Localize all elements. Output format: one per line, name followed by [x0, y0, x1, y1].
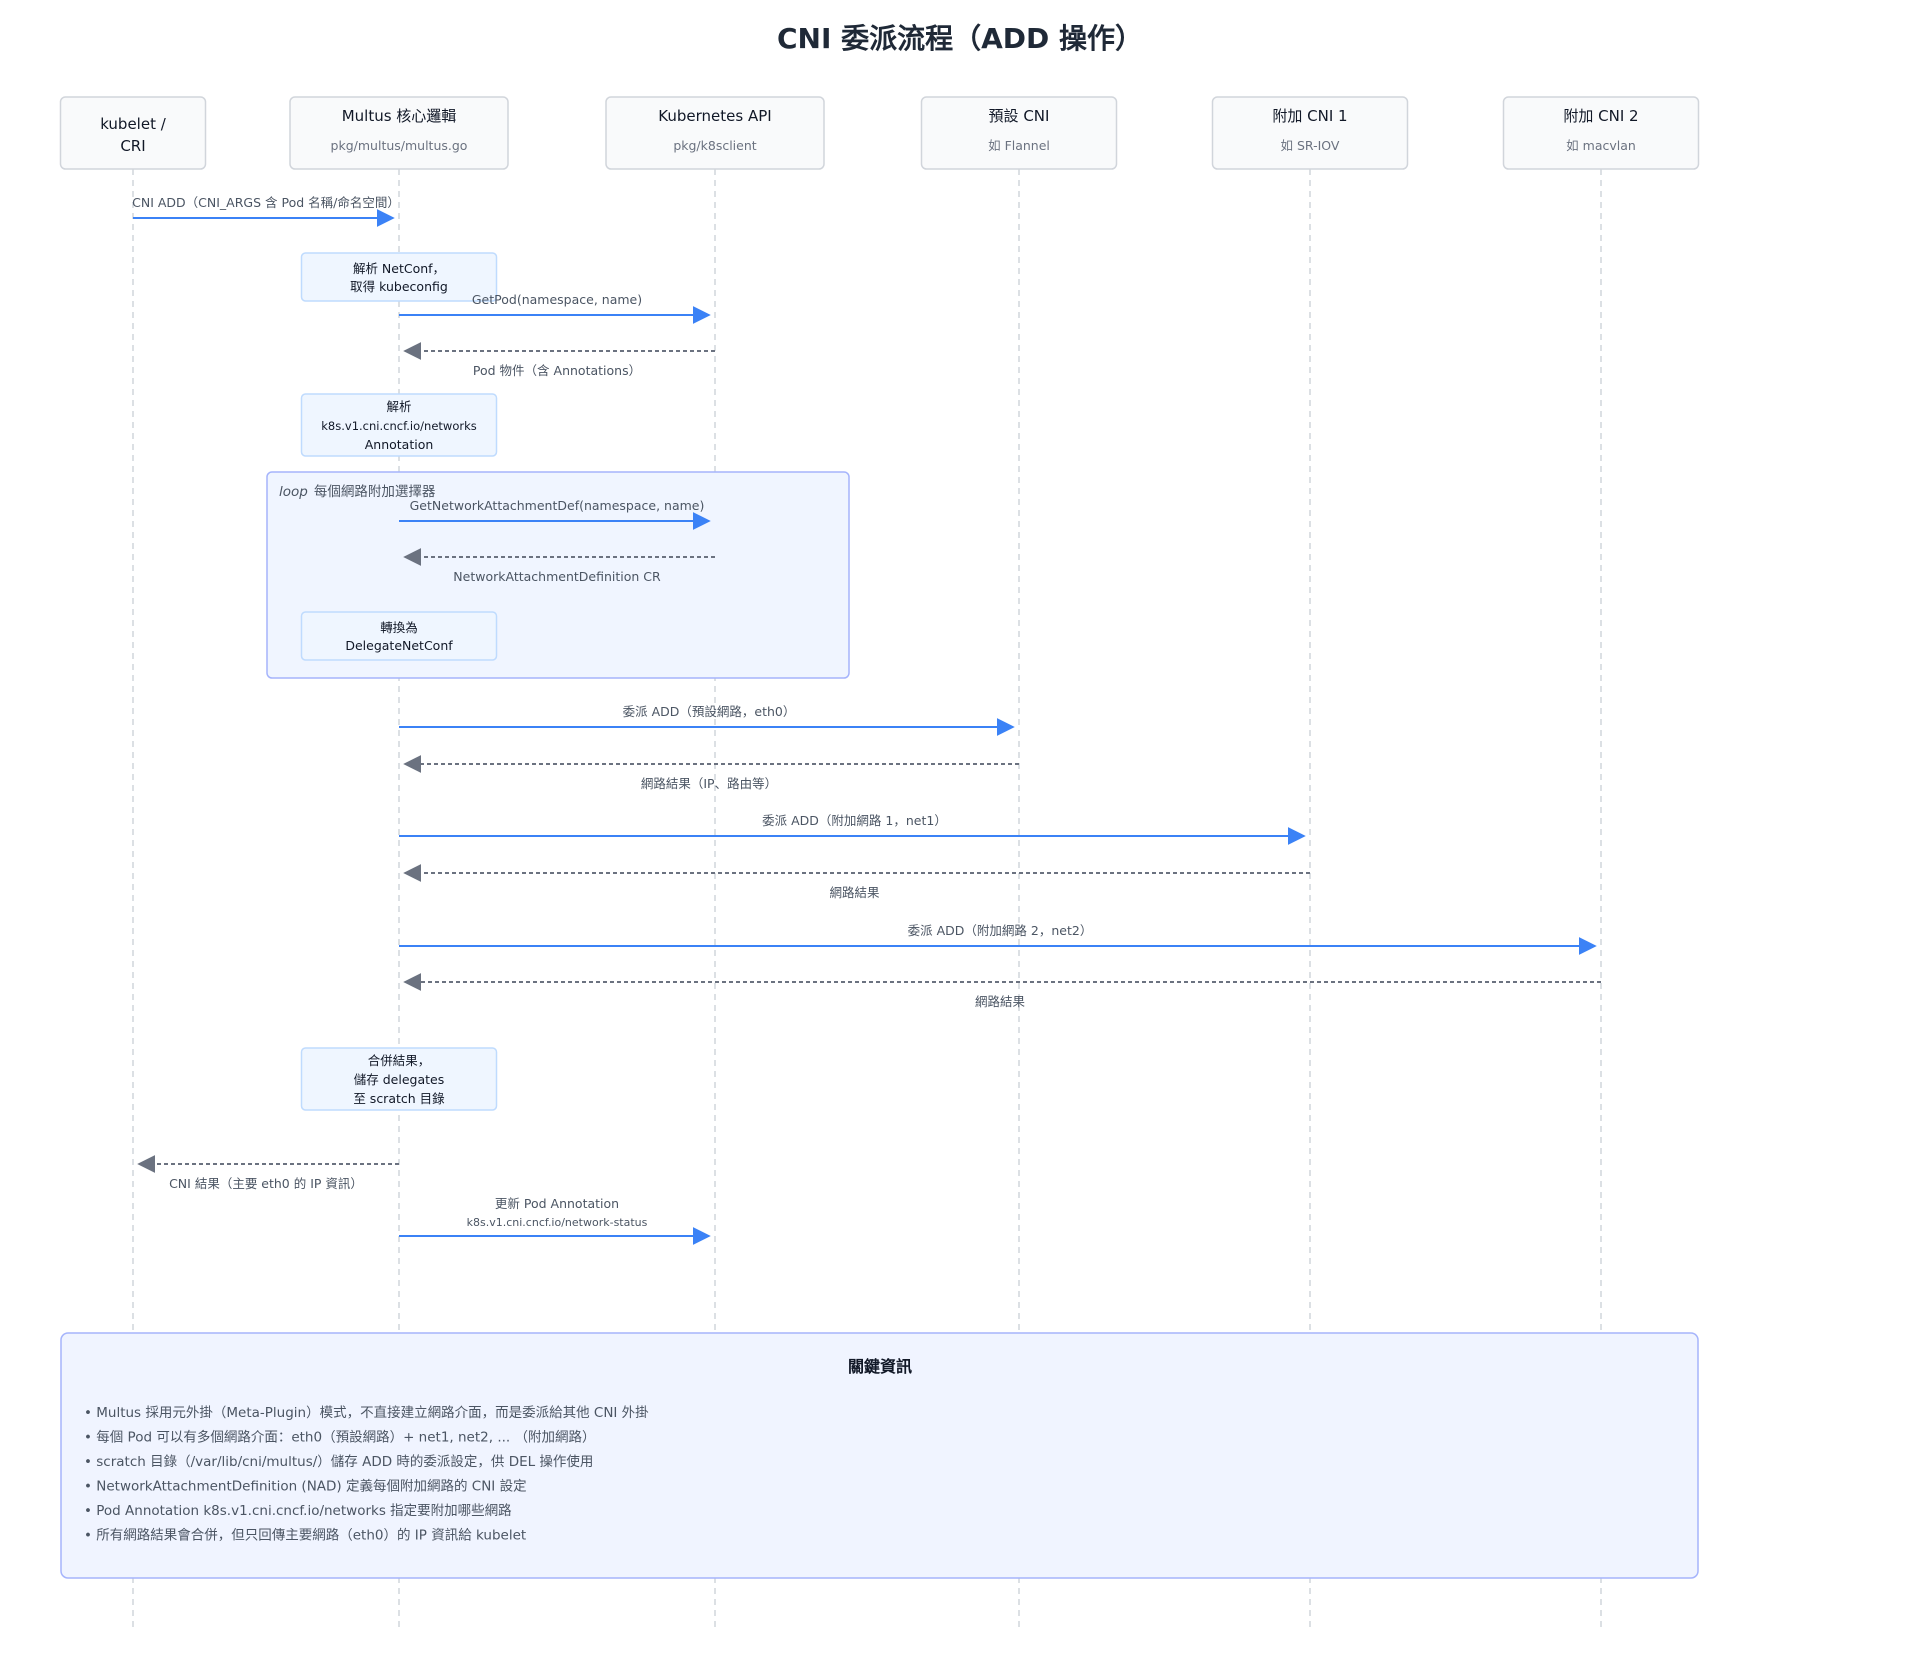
message-kubelet-to-multus: CNI ADD（CNI_ARGS 含 Pod 名稱/命名空間） — [132, 195, 400, 227]
actor-subtitle: pkg/k8sclient — [673, 138, 756, 153]
message-k8s-to-multus: Pod 物件（含 Annotations） — [403, 342, 715, 378]
actor-subtitle: 如 macvlan — [1566, 138, 1636, 153]
actor-subtitle: 如 SR-IOV — [1281, 138, 1340, 153]
message-label: 網路結果 — [975, 994, 1026, 1009]
note-text: 儲存 delegates — [354, 1072, 444, 1087]
actor-extra1: 附加 CNI 1 如 SR-IOV — [1211, 96, 1409, 170]
note: 合併結果， 儲存 delegates 至 scratch 目錄 — [300, 1047, 498, 1111]
message-label: CNI 結果（主要 eth0 的 IP 資訊） — [169, 1176, 363, 1191]
actor-extra2: 附加 CNI 2 如 macvlan — [1502, 96, 1700, 170]
actor-name: CRI — [120, 137, 145, 155]
note-box — [300, 252, 498, 302]
note-text: 解析 NetConf， — [353, 261, 445, 276]
note-box — [300, 1047, 498, 1111]
actor-box — [289, 96, 509, 170]
actor-k8s: Kubernetes API pkg/k8sclient — [605, 96, 825, 170]
note-box — [300, 611, 498, 661]
note-text: k8s.v1.cni.cncf.io/networks — [321, 419, 476, 433]
message-multus-to-kubelet: CNI 結果（主要 eth0 的 IP 資訊） — [137, 1155, 399, 1191]
message-extra1-to-multus: 網路結果 — [403, 864, 1310, 900]
note-text: 合併結果， — [368, 1053, 431, 1068]
note-text: DelegateNetConf — [345, 638, 453, 653]
message-multus-to-default: 委派 ADD（預設網路，eth0） — [399, 704, 1015, 736]
actor-name: Kubernetes API — [658, 107, 771, 125]
note: 轉換為 DelegateNetConf — [300, 611, 498, 661]
info-item: • scratch 目錄（/var/lib/cni/multus/）儲存 ADD… — [84, 1453, 593, 1470]
info-box — [60, 1332, 1699, 1579]
info-item: • Pod Annotation k8s.v1.cni.cncf.io/netw… — [84, 1503, 512, 1519]
actor-box — [1502, 96, 1700, 170]
info-panel: 關鍵資訊 • Multus 採用元外掛（Meta-Plugin）模式，不直接建立… — [60, 1332, 1699, 1579]
actor-box — [59, 96, 207, 170]
note-text: 解析 — [386, 399, 411, 414]
info-title: 關鍵資訊 — [848, 1357, 912, 1376]
message-label: Pod 物件（含 Annotations） — [473, 363, 641, 378]
loop-condition: 每個網路附加選擇器 — [314, 484, 436, 500]
note: 解析 NetConf， 取得 kubeconfig — [300, 252, 498, 302]
actor-box — [1211, 96, 1409, 170]
message-multus-to-extra2: 委派 ADD（附加網路 2，net2） — [399, 923, 1597, 955]
message-label: 網路結果 — [829, 885, 880, 900]
info-items: • Multus 採用元外掛（Meta-Plugin）模式，不直接建立網路介面，… — [84, 1404, 649, 1544]
actor-kubelet: kubelet / CRI — [59, 96, 207, 170]
message-label: 委派 ADD（預設網路，eth0） — [623, 704, 796, 719]
actor-name: Multus 核心邏輯 — [342, 107, 457, 125]
actor-name: 預設 CNI — [989, 107, 1050, 125]
note-text: Annotation — [365, 437, 434, 452]
message-label: GetNetworkAttachmentDef(namespace, name) — [410, 498, 705, 513]
message-label: CNI ADD（CNI_ARGS 含 Pod 名稱/命名空間） — [132, 195, 400, 210]
diagram-title: CNI 委派流程（ADD 操作） — [777, 22, 1143, 55]
actor-name: 附加 CNI 1 — [1272, 107, 1347, 125]
note-box — [300, 393, 498, 457]
message-multus-to-k8s: GetNetworkAttachmentDef(namespace, name) — [399, 498, 711, 530]
message-default-to-multus: 網路結果（IP、路由等） — [403, 755, 1019, 791]
message-multus-to-extra1: 委派 ADD（附加網路 1，net1） — [399, 813, 1306, 845]
actor-subtitle: pkg/multus/multus.go — [331, 138, 468, 153]
actor-name: kubelet / — [100, 115, 167, 133]
loop-label: loop 每個網路附加選擇器 — [279, 484, 436, 500]
info-item: • 所有網路結果會合併，但只回傳主要網路（eth0）的 IP 資訊給 kubel… — [84, 1528, 526, 1544]
note-text: 至 scratch 目錄 — [353, 1091, 445, 1106]
info-item: • NetworkAttachmentDefinition (NAD) 定義每個… — [84, 1478, 527, 1495]
steps: CNI ADD（CNI_ARGS 含 Pod 名稱/命名空間） 解析 NetCon… — [132, 195, 1601, 1245]
message-multus-to-k8s: GetPod(namespace, name) — [399, 292, 711, 324]
message-multus-to-k8s: 更新 Pod Annotation k8s.v1.cni.cncf.io/netw… — [399, 1196, 711, 1245]
message-label: 委派 ADD（附加網路 2，net2） — [908, 923, 1093, 938]
info-item: • 每個 Pod 可以有多個網路介面：eth0（預設網路）+ net1, net… — [84, 1429, 596, 1446]
loop-keyword: loop — [279, 484, 308, 500]
info-item: • Multus 採用元外掛（Meta-Plugin）模式，不直接建立網路介面，… — [84, 1404, 649, 1421]
message-extra2-to-multus: 網路結果 — [403, 973, 1601, 1009]
message-label: 委派 ADD（附加網路 1，net1） — [762, 813, 947, 828]
actors: kubelet / CRI Multus 核心邏輯 pkg/multus/multus… — [59, 96, 1700, 170]
actor-name: 附加 CNI 2 — [1563, 107, 1638, 125]
actor-multus: Multus 核心邏輯 pkg/multus/multus.go — [289, 96, 509, 170]
message-sublabel: k8s.v1.cni.cncf.io/network-status — [467, 1216, 648, 1229]
message-label: 更新 Pod Annotation — [495, 1196, 619, 1211]
message-label: 網路結果（IP、路由等） — [641, 776, 777, 791]
actor-box — [605, 96, 825, 170]
note-text: 轉換為 — [380, 620, 418, 635]
actor-box — [920, 96, 1118, 170]
message-k8s-to-multus: NetworkAttachmentDefinition CR — [403, 548, 715, 584]
message-label: NetworkAttachmentDefinition CR — [453, 569, 661, 584]
actor-subtitle: 如 Flannel — [988, 138, 1050, 153]
note-text: 取得 kubeconfig — [350, 279, 448, 294]
actor-default: 預設 CNI 如 Flannel — [920, 96, 1118, 170]
message-label: GetPod(namespace, name) — [472, 292, 642, 307]
